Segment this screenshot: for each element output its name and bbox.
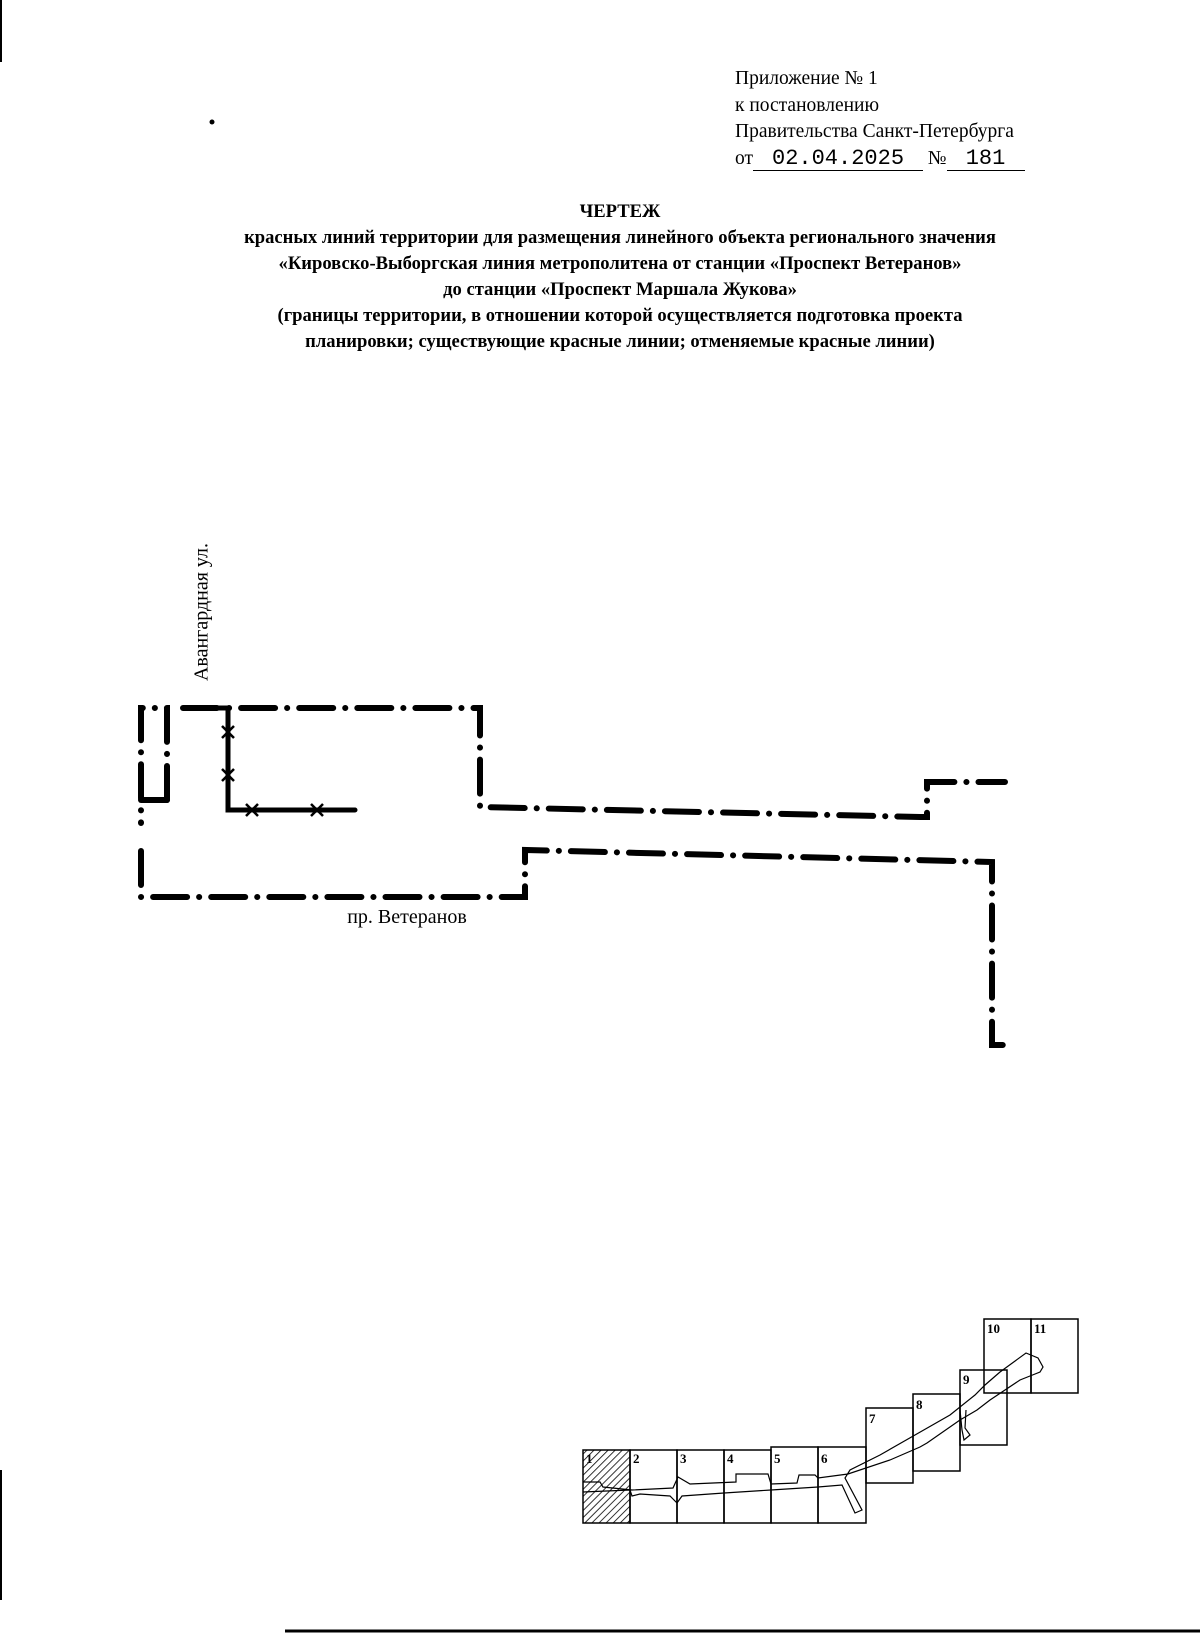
existing-red-line: [209, 705, 358, 813]
key-sheet-label: 10: [987, 1321, 1000, 1336]
key-station-outline: [959, 1409, 971, 1442]
key-sheet-11: [1030, 1318, 1079, 1394]
key-sheet-label: 3: [680, 1451, 687, 1466]
cancel-mark-icon: [221, 768, 235, 782]
key-route-outline: [582, 1352, 1044, 1514]
boundary-line-bottom: [138, 846, 1015, 1048]
resolution-date: 02.04.2025: [753, 147, 924, 171]
key-sheet-label: 9: [963, 1372, 970, 1387]
boundary-line-top: [180, 705, 1008, 820]
appendix-header: Приложение № 1 к постановлению Правитель…: [735, 66, 1025, 172]
key-sheet-label: 7: [869, 1411, 876, 1426]
appendix-ref: к постановлению: [735, 94, 880, 116]
cancel-mark-icon: [310, 803, 324, 817]
key-sheet-1: [582, 1449, 631, 1524]
key-sheet-6: [817, 1446, 867, 1524]
key-sheet-label: 4: [727, 1451, 734, 1466]
key-sheet-label: 5: [774, 1451, 781, 1466]
cancel-mark-icon: [245, 803, 259, 817]
title-heading: ЧЕРТЕЖ: [579, 201, 661, 222]
cancel-mark-icon: [221, 725, 235, 739]
appendix-authority: Правительства Санкт-Петербурга: [735, 121, 1014, 142]
title-line: планировки; существующие красные линии; …: [305, 331, 935, 352]
document-title: ЧЕРТЕЖ красных линий территории для разм…: [100, 199, 1140, 355]
key-sheet-label: 8: [916, 1397, 923, 1412]
key-sheet-label: 11: [1034, 1321, 1046, 1336]
resolution-number: 181: [946, 147, 1025, 171]
street-label-veteranov: пр. Ветеранов: [347, 906, 467, 928]
appendix-number: Приложение № 1: [735, 68, 878, 89]
title-line: до станции «Проспект Маршала Жукова»: [443, 279, 797, 300]
title-line: красных линий территории для размещения …: [244, 227, 996, 248]
key-sheet-label: 2: [633, 1451, 640, 1466]
scan-speck: [209, 119, 215, 125]
key-sheet-label: 1: [586, 1451, 593, 1466]
title-line: (границы территории, в отношении которой…: [277, 305, 963, 326]
title-line: «Кировско-Выборгская линия метрополитена…: [278, 253, 962, 274]
date-prefix: от: [735, 147, 754, 169]
number-prefix: №: [927, 147, 947, 169]
boundary-line-left-box: [138, 705, 170, 826]
key-sheet-label: 6: [821, 1451, 828, 1466]
